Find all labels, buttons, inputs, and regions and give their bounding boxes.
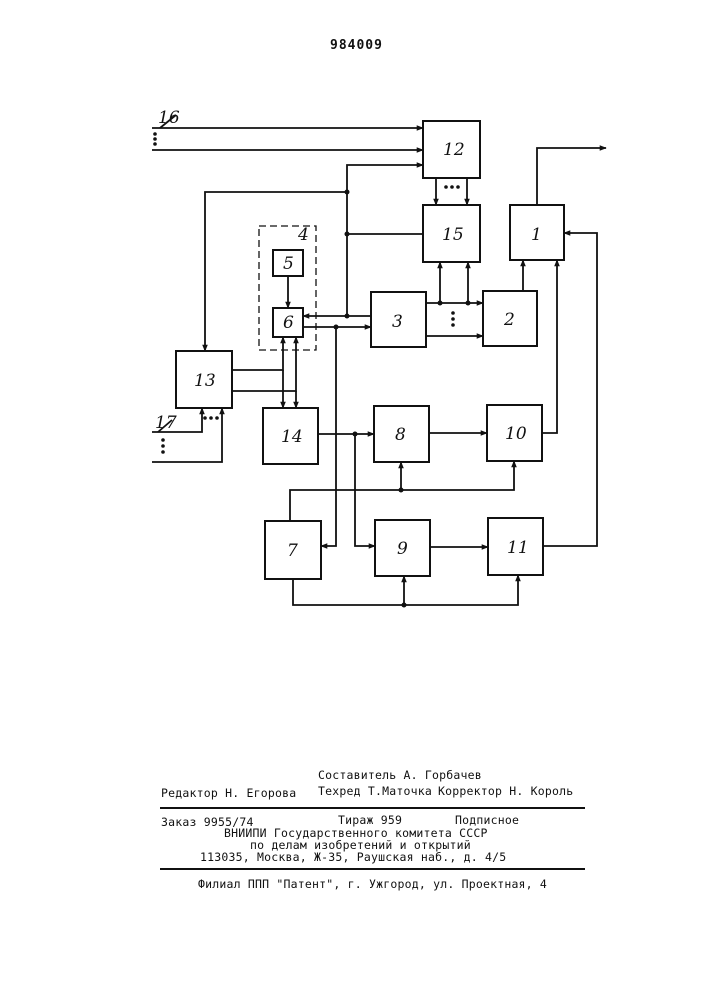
block-8-label: 8 (395, 425, 406, 445)
block-7: 7 (265, 521, 321, 579)
block-9: 9 (375, 520, 430, 576)
footer-techred: Техред Т.Маточка (318, 784, 432, 798)
block-9-label: 9 (397, 539, 408, 559)
footer-editor: Редактор Н. Егорова (161, 786, 296, 800)
footer-circulation: Тираж 959 (338, 813, 402, 827)
block-13: 13 (176, 351, 232, 408)
link-3-7 (321, 327, 336, 546)
footer-address: 113035, Москва, Ж-35, Раушская наб., д. … (200, 850, 506, 864)
block-11-label: 11 (507, 538, 529, 558)
block-14-label: 14 (281, 427, 303, 447)
block-2: 2 (483, 291, 537, 346)
bus-16-label: 16 (158, 108, 180, 128)
footer-corrector: Корректор Н. Король (438, 784, 573, 798)
link-11-1 (543, 233, 597, 546)
block-10-label: 10 (505, 424, 527, 444)
footer-subscription: Подписное (455, 813, 519, 827)
block-13-label: 13 (194, 371, 216, 391)
block-15-label: 15 (442, 225, 464, 245)
block-6-label: 6 (283, 313, 294, 333)
bus-12-to-15 (436, 178, 467, 205)
block-5: 5 (273, 250, 303, 276)
block-10: 10 (487, 405, 542, 461)
footer-compiler: Составитель А. Горбачев (318, 768, 482, 782)
block-1: 1 (510, 205, 564, 260)
block-7-label: 7 (287, 541, 298, 561)
bus-17-label: 17 (155, 413, 177, 433)
block-5-label: 5 (283, 254, 294, 274)
bus-3-to-2 (426, 303, 483, 336)
output-line-1 (537, 148, 606, 205)
block-15: 15 (423, 205, 480, 262)
bus-17: 17 (152, 408, 222, 462)
footer-branch: Филиал ППП "Патент", г. Ужгород, ул. Про… (198, 877, 547, 891)
link-7-to-9-11 (293, 575, 518, 605)
link-10-1 (542, 260, 557, 433)
block-11: 11 (488, 518, 543, 575)
block-12: 12 (423, 121, 480, 178)
link-13-6-b (232, 337, 296, 391)
block-6: 6 (273, 308, 303, 337)
footer-rule-top (160, 807, 585, 809)
group-4-label: 4 (297, 225, 309, 245)
block-14: 14 (263, 408, 318, 464)
block-3-label: 3 (392, 312, 403, 332)
block-1-label: 1 (531, 225, 542, 245)
block-8: 8 (374, 406, 429, 462)
block-12-label: 12 (443, 140, 465, 160)
footer-rule-bottom (160, 868, 585, 870)
block-3: 3 (371, 292, 426, 347)
link-13-6-a (232, 337, 283, 370)
bus-16: 16 (152, 108, 423, 150)
block-2-label: 2 (503, 310, 515, 330)
